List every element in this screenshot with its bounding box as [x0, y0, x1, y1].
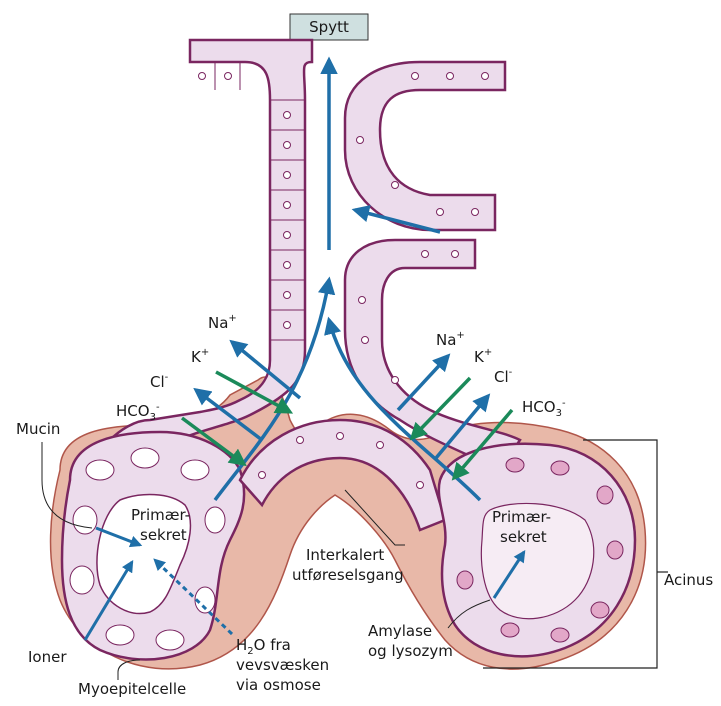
right-cl-label: Cl-: [494, 367, 513, 386]
primaer-right-label-1: Primær-: [492, 508, 551, 526]
primaer-left-label-2: sekret: [140, 526, 187, 544]
left-duct: [110, 40, 312, 440]
right-k-label: K+: [474, 347, 492, 366]
left-cl-label: Cl-: [150, 372, 169, 391]
left-hco3-label: HCO3-: [116, 402, 160, 423]
interkalert-label-1: Interkalert: [306, 546, 384, 564]
myoepitelcelle-label: Myoepitelcelle: [78, 680, 186, 698]
amylase-label-2: og lysozym: [368, 642, 453, 660]
ioner-label: Ioner: [28, 648, 67, 666]
interkalert-label-2: utføreselsgang: [292, 566, 404, 584]
right-na-label: Na+: [436, 330, 465, 349]
right-na-arrow: [398, 356, 448, 410]
mucin-label: Mucin: [16, 420, 60, 438]
spytt-box: Spytt: [290, 14, 368, 40]
left-k-label: K+: [191, 347, 209, 366]
left-na-label: Na+: [208, 313, 237, 332]
right-hco3-label: HCO3-: [522, 398, 566, 419]
h2o-label-1: H2O fra: [236, 636, 291, 657]
acinus-label: Acinus: [664, 571, 713, 589]
h2o-label-2: vevsvæsken: [236, 656, 329, 674]
primaer-left-label-1: Primær-: [131, 506, 190, 524]
h2o-label-3: via osmose: [236, 676, 321, 694]
amylase-label-1: Amylase: [368, 622, 432, 640]
right-upper-duct: [345, 62, 505, 230]
spytt-label: Spytt: [309, 18, 349, 36]
primaer-right-label-2: sekret: [500, 528, 547, 546]
